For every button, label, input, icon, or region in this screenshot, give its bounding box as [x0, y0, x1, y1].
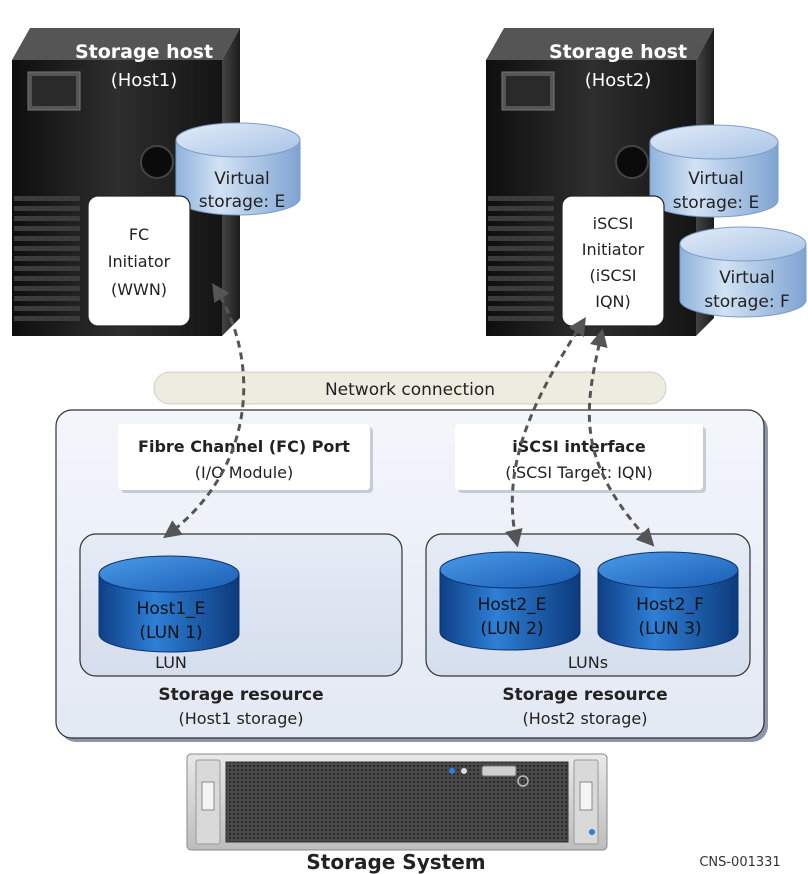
iscsi-initiator-line3: (iSCSI [590, 266, 637, 285]
host1-virtual-storage-line1: Virtual [214, 169, 270, 189]
resource1-subtitle: (Host1 storage) [179, 709, 304, 728]
lun2-name: Host2_E [478, 595, 547, 615]
iscsi-initiator-box [561, 195, 665, 327]
host2-virtual-f-line2: storage: F [704, 292, 790, 312]
host2-virtual-f-line1: Virtual [719, 268, 775, 288]
resource1-lun-label: LUN [155, 653, 187, 672]
virtual-storage-e-disk-icon [649, 124, 779, 218]
lun3-disk-icon [597, 551, 739, 651]
lun1-disk-icon [98, 555, 240, 653]
resource2-subtitle: (Host2 storage) [523, 709, 648, 728]
host2-name: (Host2) [585, 70, 651, 91]
lun1-name: Host1_E [137, 599, 206, 619]
host1-virtual-storage-line2: storage: E [199, 192, 285, 212]
host2-title: Storage host [549, 41, 687, 63]
storage-host-2: Storage host (Host2) Virtual storage: E … [486, 28, 807, 336]
fc-port-subtitle: (I/O Module) [195, 463, 293, 482]
lun2-disk-icon [439, 551, 581, 651]
lun1-id: (LUN 1) [139, 623, 202, 643]
host2-virtual-e-line2: storage: E [673, 193, 759, 213]
connection-arrows [163, 282, 655, 548]
iscsi-initiator-line4: IQN) [595, 292, 631, 311]
network-connection-label: Network connection [325, 380, 495, 400]
lun3-id: (LUN 3) [638, 619, 701, 639]
storage-system-label: Storage System [306, 850, 485, 874]
lun2-id: (LUN 2) [480, 619, 543, 639]
host2-virtual-e-line1: Virtual [688, 169, 744, 189]
figure-id: CNS-001331 [699, 855, 780, 870]
iscsi-interface-title: iSCSI interface [512, 437, 646, 456]
storage-host-1: Storage host (Host1) Virtual storage: E … [12, 28, 301, 336]
arrow-iscsi-initiator-to-lun3 [587, 328, 655, 547]
arrow-fc-initiator-to-lun1 [163, 282, 246, 539]
arrow-iscsi-initiator-to-lun2 [505, 316, 586, 548]
resource1-title: Storage resource [158, 685, 323, 705]
virtual-storage-f-disk-icon [679, 226, 807, 318]
iscsi-interface-subtitle: (iSCSI Target: IQN) [505, 463, 652, 482]
iscsi-initiator-line1: iSCSI [593, 214, 634, 233]
resource2-title: Storage resource [502, 685, 667, 705]
tower-vents [14, 196, 80, 321]
host1-title: Storage host [75, 41, 213, 63]
fc-port-title: Fibre Channel (FC) Port [138, 437, 350, 456]
fc-initiator-line2: Initiator [108, 252, 171, 271]
host1-name: (Host1) [111, 70, 177, 91]
iscsi-initiator-line2: Initiator [582, 240, 645, 259]
lun3-name: Host2_F [636, 595, 704, 615]
fc-initiator-line1: FC [129, 225, 149, 244]
fc-initiator-line3: (WWN) [111, 280, 167, 299]
storage-array-icon [186, 753, 608, 851]
resource2-lun-label: LUNs [568, 653, 608, 672]
